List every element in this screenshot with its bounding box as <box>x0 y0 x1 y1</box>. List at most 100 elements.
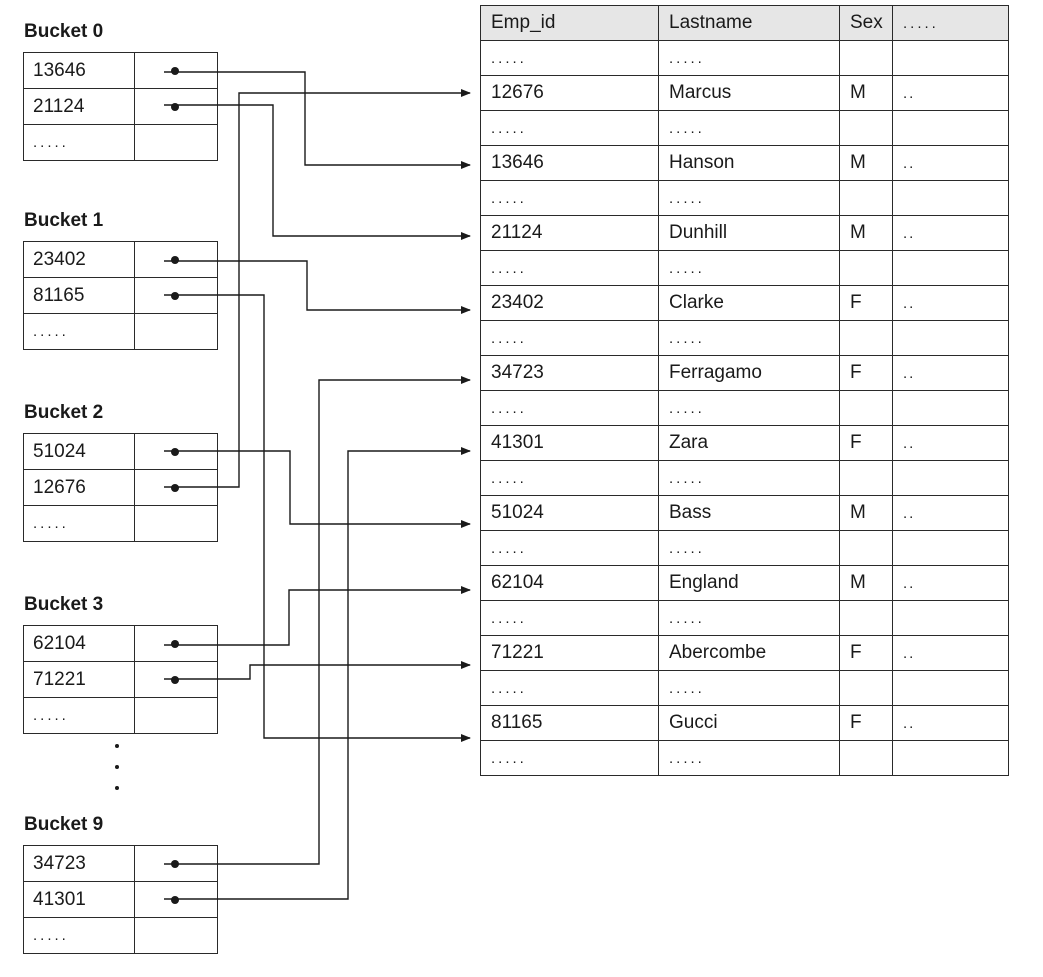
bucket-9: 34723 41301 ..... <box>23 845 218 954</box>
bucket-3-title: Bucket 3 <box>24 594 104 615</box>
bucket-filler: ..... <box>23 917 135 954</box>
filler-cell: ..... <box>480 530 659 566</box>
filler-row: .......... <box>480 180 1009 216</box>
bucket-entry: 13646 <box>23 52 218 89</box>
bucket-key: 34723 <box>23 845 135 882</box>
filler-row: .......... <box>480 740 1009 776</box>
link-21124 <box>164 104 471 240</box>
filler-cell: ..... <box>658 40 840 76</box>
filler-row: .......... <box>480 40 1009 76</box>
header-row: Emp_id Lastname Sex ..... <box>480 5 1009 41</box>
lastname-cell: England <box>658 565 840 601</box>
sex-cell: F <box>839 355 893 391</box>
emp-id-cell: 51024 <box>480 495 659 531</box>
employee-table: Emp_id Lastname Sex ..... ..........1267… <box>480 5 1009 776</box>
link-71221 <box>164 661 471 680</box>
empty-cell <box>892 670 1009 706</box>
emp-id-cell: 34723 <box>480 355 659 391</box>
sex-cell: F <box>839 425 893 461</box>
bucket-key: 12676 <box>23 469 135 506</box>
empty-pointer <box>134 697 218 734</box>
empty-cell <box>892 390 1009 426</box>
filler-cell: ..... <box>480 740 659 776</box>
bucket-entry: 62104 <box>23 625 218 662</box>
sex-cell: M <box>839 75 893 111</box>
empty-cell <box>892 600 1009 636</box>
emp-id-cell: 62104 <box>480 565 659 601</box>
emp-id-cell: 12676 <box>480 75 659 111</box>
column-header-more: ..... <box>892 5 1009 41</box>
bucket-filler: ..... <box>23 124 135 161</box>
more-fields-cell: .. <box>892 705 1009 741</box>
bucket-9-title: Bucket 9 <box>24 814 104 835</box>
bucket-entry: ..... <box>23 917 218 954</box>
filler-cell: ..... <box>480 670 659 706</box>
record-pointer[interactable] <box>134 241 218 278</box>
filler-cell: ..... <box>480 250 659 286</box>
filler-cell: ..... <box>658 180 840 216</box>
bucket-3: 62104 71221 ..... <box>23 625 218 734</box>
empty-cell <box>892 740 1009 776</box>
filler-row: .......... <box>480 530 1009 566</box>
bucket-key: 13646 <box>23 52 135 89</box>
bucket-key: 62104 <box>23 625 135 662</box>
bucket-entry: 23402 <box>23 241 218 278</box>
bucket-entry: ..... <box>23 505 218 542</box>
emp-id-cell: 71221 <box>480 635 659 671</box>
link-51024 <box>164 450 471 528</box>
column-header-lastname: Lastname <box>658 5 840 41</box>
bucket-entry: ..... <box>23 697 218 734</box>
empty-cell <box>839 40 893 76</box>
lastname-cell: Marcus <box>658 75 840 111</box>
filler-row: .......... <box>480 460 1009 496</box>
empty-cell <box>839 320 893 356</box>
filler-cell: ..... <box>658 320 840 356</box>
column-header-emp-id: Emp_id <box>480 5 659 41</box>
filler-row: .......... <box>480 250 1009 286</box>
filler-row: .......... <box>480 670 1009 706</box>
lastname-cell: Hanson <box>658 145 840 181</box>
bucket-key: 23402 <box>23 241 135 278</box>
link-62104 <box>164 586 471 646</box>
empty-cell <box>839 600 893 636</box>
sex-cell: F <box>839 705 893 741</box>
vertical-ellipsis-icon <box>112 744 124 807</box>
link-81165 <box>164 294 471 742</box>
empty-cell <box>892 110 1009 146</box>
column-header-sex: Sex <box>839 5 893 41</box>
bucket-entry: ..... <box>23 124 218 161</box>
bucket-entry: ..... <box>23 313 218 350</box>
sex-cell: F <box>839 635 893 671</box>
bucket-0-title: Bucket 0 <box>24 21 104 42</box>
more-fields-cell: .. <box>892 215 1009 251</box>
bucket-entry: 41301 <box>23 881 218 918</box>
filler-row: .......... <box>480 600 1009 636</box>
bucket-key: 71221 <box>23 661 135 698</box>
filler-row: .......... <box>480 320 1009 356</box>
pointer-dot-icon <box>171 639 179 648</box>
empty-cell <box>892 460 1009 496</box>
pointer-dot-icon <box>171 255 179 264</box>
filler-cell: ..... <box>658 390 840 426</box>
empty-pointer <box>134 505 218 542</box>
bucket-filler: ..... <box>23 505 135 542</box>
bucket-2: 51024 12676 ..... <box>23 433 218 542</box>
bucket-key: 81165 <box>23 277 135 314</box>
link-34723 <box>164 376 471 865</box>
bucket-filler: ..... <box>23 313 135 350</box>
record-pointer[interactable] <box>134 88 218 125</box>
link-41301 <box>164 447 471 900</box>
more-fields-cell: .. <box>892 75 1009 111</box>
filler-cell: ..... <box>658 530 840 566</box>
bucket-key: 21124 <box>23 88 135 125</box>
link-12676 <box>164 89 471 488</box>
bucket-key: 51024 <box>23 433 135 470</box>
pointer-dot-icon <box>171 102 179 111</box>
link-13646 <box>164 71 471 169</box>
